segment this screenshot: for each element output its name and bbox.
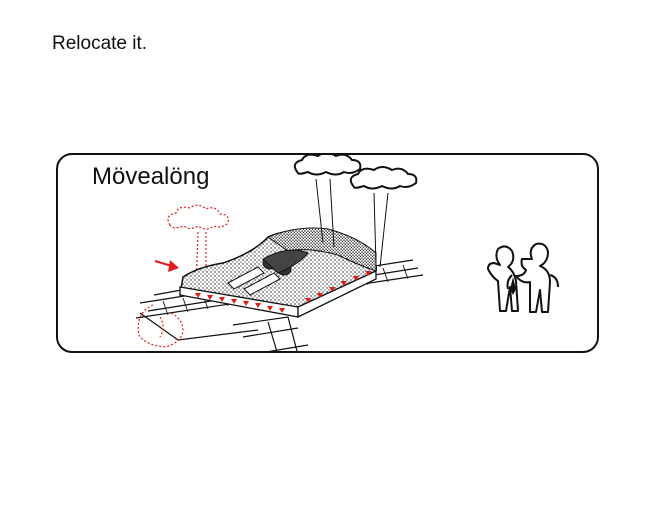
person-icon: [515, 242, 559, 313]
arrow-right-icon: [154, 260, 179, 272]
moving-landscape-model: [179, 227, 377, 319]
person-tie: [510, 277, 516, 295]
red-edge-markers: [195, 271, 371, 313]
cloud-icon: [349, 166, 418, 190]
cloud-icon: [293, 155, 362, 176]
scene-illustration: [135, 155, 559, 351]
person-icon: [487, 245, 519, 312]
panel-title: Mövealöng: [92, 163, 210, 190]
slide-caption: Relocate it.: [52, 33, 148, 54]
illustration-panel: Mövealöng: [56, 153, 599, 353]
lying-people-figures: [227, 249, 309, 296]
cloud-strings: [315, 178, 389, 268]
